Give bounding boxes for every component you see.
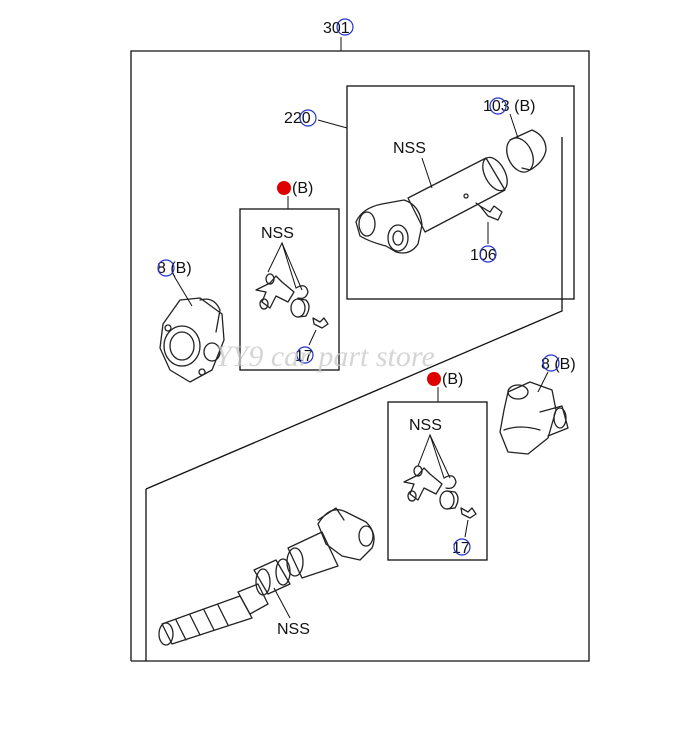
assembly-label: 301: [323, 20, 350, 37]
joint-kit-top-fitting-ref-circle[interactable]: [296, 346, 314, 364]
joint-kit-bottom-label: (B): [442, 371, 463, 388]
grease-nipple-top: [312, 317, 329, 329]
shaft-box: [346, 85, 575, 300]
yoke-left-ref-circle[interactable]: [157, 259, 175, 277]
shaft-label: 220: [284, 110, 311, 127]
grease-nipple-bottom: [460, 507, 477, 519]
snap-ring-top: [295, 285, 309, 300]
joint-kit-bottom-fitting-ref-circle[interactable]: [453, 538, 471, 556]
joint-kit-top-marker[interactable]: [277, 181, 291, 195]
spider-cross-top: [255, 273, 295, 310]
joint-kit-top-label: (B): [292, 180, 313, 197]
boot-label: 103 (B): [483, 98, 535, 115]
dust-boot: [506, 129, 547, 173]
joint-kit-top-nss-label: NSS: [261, 225, 294, 242]
shaft-ref-circle[interactable]: [299, 109, 317, 127]
bearing-cup-top: [290, 298, 310, 318]
assembly-ref-circle[interactable]: [336, 18, 354, 36]
joint-kit-top-box: [239, 208, 340, 371]
front-shaft-nss-label: NSS: [277, 621, 310, 638]
joint-kit-bottom-marker[interactable]: [427, 372, 441, 386]
section-separator: [145, 137, 563, 661]
yoke-right-ref-circle[interactable]: [542, 354, 560, 372]
fitting-106-label: 106: [470, 247, 497, 264]
assembly-frame: [130, 37, 590, 662]
shaft-nss-label: NSS: [393, 140, 426, 157]
watermark-text: YY9 car part store: [215, 340, 435, 373]
joint-kit-bottom-nss-label: NSS: [409, 417, 442, 434]
boot-ref-circle[interactable]: [489, 97, 507, 115]
fitting-106-ref-circle[interactable]: [479, 245, 497, 263]
grease-fitting-106: [475, 202, 503, 221]
flange-yoke-right: [499, 381, 569, 455]
bearing-cup-bottom: [439, 490, 459, 510]
propeller-shaft: [355, 156, 508, 254]
flange-yoke-left: [159, 297, 225, 383]
splined-slip-shaft: [158, 507, 375, 646]
snap-ring-bottom: [443, 475, 457, 490]
spider-cross-bottom: [403, 465, 443, 502]
